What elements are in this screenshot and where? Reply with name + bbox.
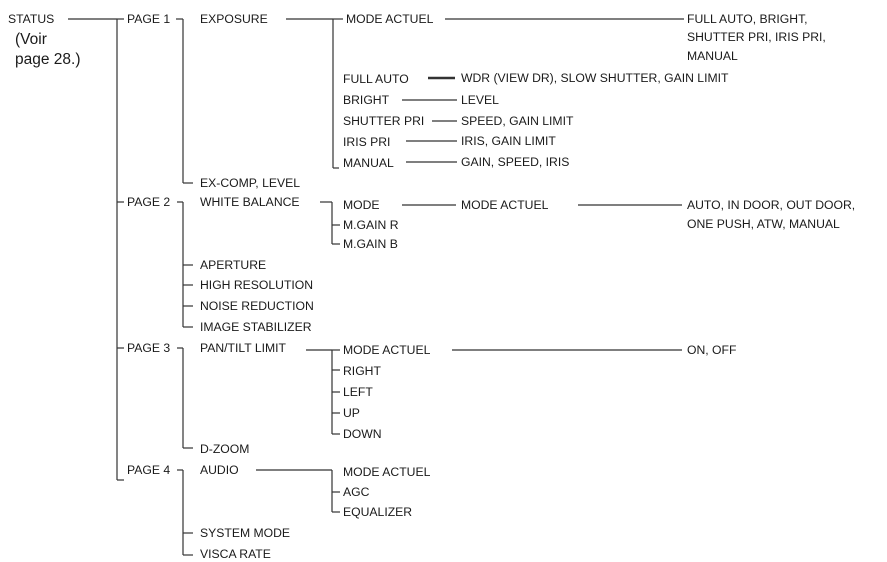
- page1-exposure: EXPOSURE: [200, 12, 268, 26]
- page4-audio: AUDIO: [200, 463, 239, 477]
- page1-excomp: EX-COMP, LEVEL: [200, 176, 301, 190]
- pan-tilt-down: DOWN: [343, 427, 382, 441]
- page2-image-stabilizer: IMAGE STABILIZER: [200, 320, 312, 334]
- page4-label: PAGE 4: [127, 463, 171, 477]
- page2-label: PAGE 2: [127, 195, 171, 209]
- pan-tilt-up: UP: [343, 406, 360, 420]
- mode-full-auto: FULL AUTO: [343, 72, 409, 86]
- audio-agc: AGC: [343, 485, 370, 499]
- status-ref-line2: page 28.): [15, 51, 81, 68]
- page2-aperture: APERTURE: [200, 258, 267, 272]
- page1-mode-values-line3: MANUAL: [687, 49, 738, 63]
- page3-dzoom: D-ZOOM: [200, 442, 250, 456]
- mode-shutter-pri: SHUTTER PRI: [343, 114, 425, 128]
- mode-full-auto-params: WDR (VIEW DR), SLOW SHUTTER, GAIN LIMIT: [461, 71, 729, 85]
- pan-tilt-right: RIGHT: [343, 364, 381, 378]
- page2-white-balance: WHITE BALANCE: [200, 195, 300, 209]
- audio-equalizer: EQUALIZER: [343, 505, 413, 519]
- page4-system-mode: SYSTEM MODE: [200, 526, 291, 540]
- audio-mode: MODE ACTUEL: [343, 465, 431, 479]
- wb-mgain-r: M.GAIN R: [343, 218, 399, 232]
- pan-tilt-mode: MODE ACTUEL: [343, 343, 431, 357]
- status-ref-line1: (Voir: [15, 31, 47, 48]
- page2-mode-values-line2: ONE PUSH, ATW, MANUAL: [687, 217, 840, 231]
- page1-mode-values-line1: FULL AUTO, BRIGHT,: [687, 12, 808, 26]
- page2-mode: MODE ACTUEL: [461, 198, 549, 212]
- pan-tilt-left: LEFT: [343, 385, 373, 399]
- page2-mode-values-line1: AUTO, IN DOOR, OUT DOOR,: [687, 198, 856, 212]
- page1-mode: MODE ACTUEL: [346, 12, 434, 26]
- wb-mode: MODE: [343, 198, 380, 212]
- mode-bright-params: LEVEL: [461, 93, 499, 107]
- page2-high-resolution: HIGH RESOLUTION: [200, 278, 314, 292]
- mode-shutter-pri-params: SPEED, GAIN LIMIT: [461, 114, 574, 128]
- mode-manual-params: GAIN, SPEED, IRIS: [461, 155, 570, 169]
- page3-label: PAGE 3: [127, 341, 171, 355]
- mode-iris-pri-params: IRIS, GAIN LIMIT: [461, 134, 556, 148]
- page1-mode-values-line2: SHUTTER PRI, IRIS PRI,: [687, 30, 826, 44]
- wb-mgain-b: M.GAIN B: [343, 237, 398, 251]
- mode-manual: MANUAL: [343, 156, 394, 170]
- page1-label: PAGE 1: [127, 12, 171, 26]
- page2-noise-reduction: NOISE REDUCTION: [200, 299, 314, 313]
- status-label: STATUS: [8, 12, 55, 26]
- mode-iris-pri: IRIS PRI: [343, 135, 391, 149]
- mode-bright: BRIGHT: [343, 93, 390, 107]
- page3-mode-values: ON, OFF: [687, 343, 737, 357]
- page4-visca-rate: VISCA RATE: [200, 547, 271, 561]
- page3-pan-tilt-limit: PAN/TILT LIMIT: [200, 341, 287, 355]
